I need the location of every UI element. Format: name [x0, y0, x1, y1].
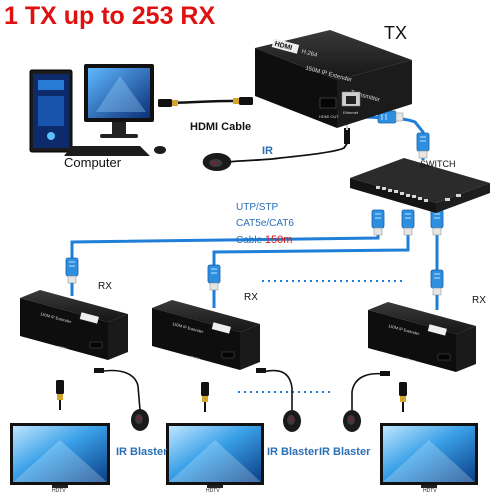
- receiver-device: 150M IP Extender DC5V: [20, 290, 128, 360]
- ir-jack: [256, 368, 266, 373]
- receiver-device: 150M IP Extender IR-RX: [152, 300, 260, 370]
- diagram-title: 1 TX up to 253 RX: [4, 2, 216, 30]
- cable-length-value: 150m: [264, 234, 293, 246]
- ir-blaster-icon: [343, 410, 361, 432]
- tx-hdmi-logo: [271, 38, 300, 54]
- computer-icon: [29, 64, 166, 156]
- hdmi-plug-icon: [201, 382, 209, 402]
- tx-network-cable: [363, 115, 425, 160]
- tx-model-text: H.264: [301, 49, 319, 59]
- rx-label: RX: [244, 292, 258, 303]
- rx-label: RX: [98, 281, 112, 292]
- hdmi-plug-icon: [56, 380, 64, 400]
- hdtv-icon: [166, 423, 264, 488]
- network-switch: [350, 158, 490, 213]
- rx2-network-cable: [212, 222, 410, 268]
- rj45-plug-icon: [430, 269, 444, 296]
- ir-blaster-icon: [283, 410, 301, 432]
- rx1-network-cable: [70, 222, 380, 262]
- tx-ethernet-socket: [346, 96, 356, 104]
- rx-reset-label: Reset: [406, 357, 416, 363]
- ir-blaster-label: IR Blaster: [319, 446, 371, 458]
- rj45-plug-icon: [207, 264, 221, 291]
- rx-hdmi-port: [221, 351, 235, 359]
- rx-dc-label: DC5V: [58, 345, 69, 351]
- ir-blaster-cable: [261, 369, 293, 410]
- rj45-plug-icon: [430, 209, 444, 236]
- rj45-plug-icon: [65, 257, 79, 284]
- ir-cable: [225, 141, 349, 163]
- tx-label: TX: [384, 23, 408, 43]
- hdmi-plug-icon: [233, 97, 253, 105]
- ir-jack-icon: [344, 128, 350, 144]
- hdtv-icon: [380, 423, 478, 488]
- cable-length-prefix: Cable: [236, 235, 263, 246]
- tx-hdmi-port: [319, 97, 337, 109]
- ir-blaster-cable: [97, 369, 141, 411]
- cable-category-label: CAT5e/CAT6: [236, 218, 294, 229]
- ir-label: IR: [262, 145, 273, 157]
- receiver-device: 150M IP Extender Reset: [368, 302, 476, 372]
- computer-label: Computer: [64, 155, 122, 170]
- rj45-plug-icon: [401, 209, 415, 236]
- ir-blaster-cable: [351, 372, 385, 410]
- switch-label: SWITCH: [420, 159, 456, 169]
- ir-jack: [380, 371, 390, 376]
- hdmi-plug-icon: [158, 99, 178, 107]
- hdtv-icon: [10, 423, 110, 488]
- hdmi-plug-icon: [399, 382, 407, 402]
- cable-type-label: UTP/STP: [236, 202, 279, 213]
- hdtv-label: HDTV: [52, 488, 66, 494]
- hdtv-label: HDTV: [423, 488, 437, 494]
- ir-blaster-label: IR Blaster: [267, 446, 319, 458]
- ir-jack-tip: [346, 122, 348, 130]
- tx-brand-text: HDMI: [274, 41, 293, 52]
- rx-hdmi-port: [89, 341, 103, 349]
- tx-hdmi-port-label: HDMI OUT: [319, 114, 339, 119]
- ir-receiver-icon: [202, 153, 232, 171]
- rx-ir-label: IR-RX: [190, 355, 201, 362]
- rx-label: RX: [472, 295, 486, 306]
- ir-blaster-label: IR Blaster: [116, 446, 168, 458]
- tx-ethernet-port-label: Ethernet: [343, 110, 359, 115]
- hdmi-cable-label: HDMI Cable: [190, 121, 252, 133]
- transmitter-device: HDMI H.264 150M IP Extender Transmitter …: [255, 30, 412, 128]
- cable-length-label: Cable 150m: [236, 235, 292, 246]
- rj45-plug-icon: [416, 132, 430, 159]
- ir-blaster-icon: [131, 409, 149, 431]
- rj45-plug-icon: [371, 209, 385, 236]
- hdtv-label: HDTV: [206, 488, 220, 494]
- rx-hdmi-port: [437, 353, 451, 361]
- ir-jack: [94, 368, 104, 373]
